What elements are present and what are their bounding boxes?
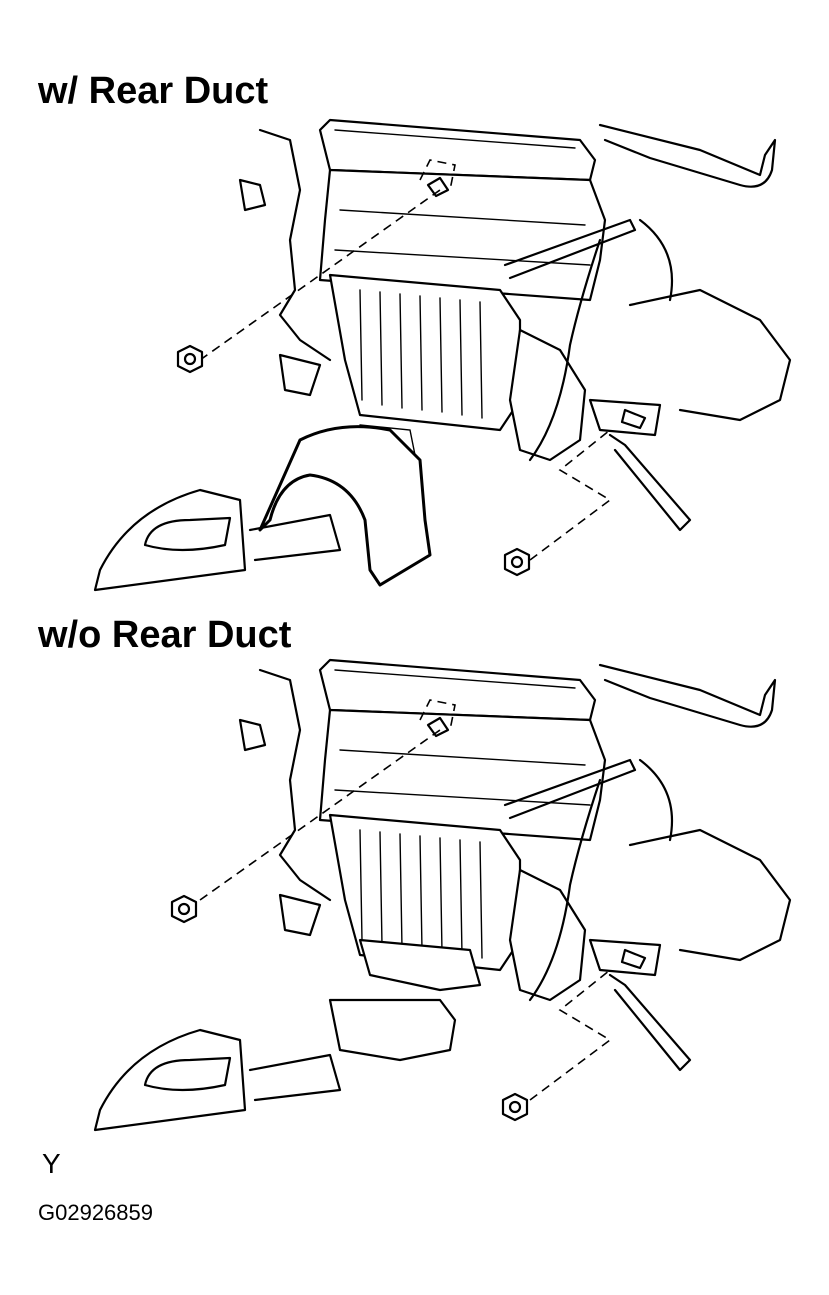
figure-code: G02926859 — [38, 1200, 153, 1225]
dash-bracket — [598, 123, 777, 188]
blower-unit-drawing — [93, 658, 792, 1132]
stud-right — [620, 948, 647, 970]
nut-left — [176, 344, 204, 374]
side-tab — [588, 398, 662, 437]
blower-unit-drawing — [93, 118, 792, 592]
pipe-lower — [608, 973, 692, 1072]
housing-body — [318, 708, 607, 842]
dash-bracket — [598, 663, 777, 728]
housing-body — [318, 168, 607, 302]
blower-motor — [508, 328, 587, 462]
guide-line-lower — [529, 969, 612, 1101]
side-tab — [588, 938, 662, 977]
guide-line-lower — [529, 429, 612, 561]
floor-console — [93, 488, 247, 592]
guide-line-upper — [199, 729, 441, 901]
stud-upper — [426, 176, 450, 198]
pipe-lower — [608, 433, 692, 532]
nut-lower — [501, 1092, 529, 1122]
rear-duct — [258, 425, 432, 587]
floor-console — [93, 1028, 247, 1132]
left-bracket — [258, 668, 332, 902]
section-title-with-rear-duct: w/ Rear Duct — [38, 70, 269, 112]
blower-case — [328, 273, 522, 432]
blower-motor — [508, 868, 587, 1002]
stud-right — [620, 408, 647, 430]
diagram-with-rear-duct — [0, 100, 829, 640]
guide-line-upper — [199, 189, 441, 361]
lower-cover — [358, 938, 482, 992]
left-bracket — [258, 128, 332, 362]
view-code-letter: Y — [42, 1148, 61, 1179]
nut-lower — [503, 547, 531, 577]
diagram-without-rear-duct — [0, 640, 829, 1180]
floor-outlet — [328, 998, 457, 1062]
nut-left — [170, 894, 198, 924]
stud-upper — [426, 716, 450, 738]
section-title-without-rear-duct: w/o Rear Duct — [38, 614, 292, 656]
blower-case — [328, 813, 522, 972]
